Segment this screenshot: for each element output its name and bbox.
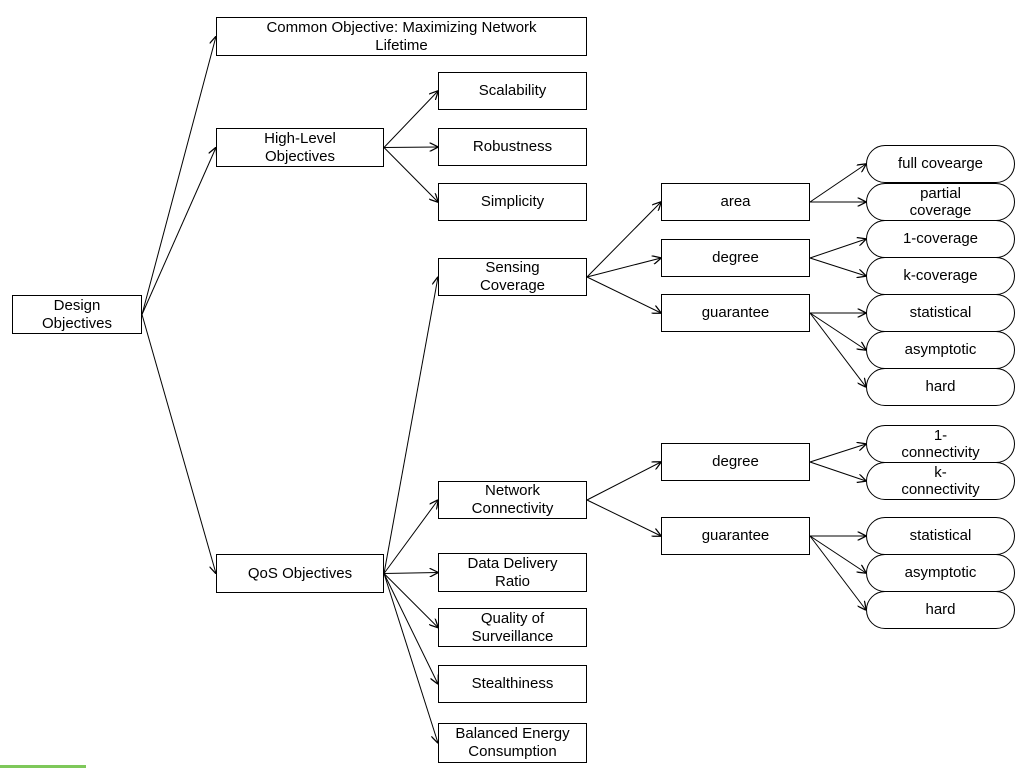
node-1-coverage: 1-coverage (866, 220, 1015, 258)
edge-network-to-nc_degree (586, 462, 661, 501)
edge-sensing-to-sc_guarantee (586, 276, 661, 313)
edge-root-to-high_level (141, 148, 216, 315)
edge-sc_area-to-full_cov (809, 164, 866, 203)
node-coverage-guarantee: guarantee (661, 294, 810, 332)
node-common-objective: Common Objective: Maximizing Network Lif… (216, 17, 587, 56)
node-data-delivery-ratio: Data Delivery Ratio (438, 553, 587, 592)
corner-marker (0, 765, 86, 768)
edge-nc_degree-to-one_conn (809, 444, 866, 463)
edge-sc_degree-to-k_cov (809, 257, 866, 276)
edge-sc_guarantee-to-sc_asymptotic (809, 312, 866, 350)
node-robustness: Robustness (438, 128, 587, 166)
edge-high_level-to-simplicity (383, 147, 438, 203)
node-scalability: Scalability (438, 72, 587, 110)
edge-qos-to-surveillance (383, 573, 438, 628)
edge-root-to-common (141, 37, 216, 315)
edge-qos-to-delivery (383, 573, 438, 574)
node-connectivity-statistical: statistical (866, 517, 1015, 555)
edge-root-to-qos (141, 314, 216, 574)
node-sensing-coverage: Sensing Coverage (438, 258, 587, 296)
edge-nc_degree-to-k_conn (809, 461, 866, 481)
edge-qos-to-network (383, 500, 438, 574)
node-balanced-energy-consumption: Balanced Energy Consumption (438, 723, 587, 763)
node-coverage-area: area (661, 183, 810, 221)
node-full-coverage: full covearge (866, 145, 1015, 183)
edge-qos-to-energy (383, 573, 438, 744)
edge-qos-to-stealth (383, 573, 438, 685)
node-partial-coverage: partial coverage (866, 183, 1015, 221)
node-qos-objectives: QoS Objectives (216, 554, 384, 593)
edge-qos-to-sensing (383, 277, 438, 574)
node-1-connectivity: 1-connectivity (866, 425, 1015, 463)
node-coverage-degree: degree (661, 239, 810, 277)
node-stealthiness: Stealthiness (438, 665, 587, 703)
node-simplicity: Simplicity (438, 183, 587, 221)
node-coverage-hard: hard (866, 368, 1015, 406)
node-connectivity-hard: hard (866, 591, 1015, 629)
node-k-coverage: k-coverage (866, 257, 1015, 295)
node-k-connectivity: k-connectivity (866, 462, 1015, 500)
edge-nc_guarantee-to-nc_hard (809, 535, 866, 610)
node-design-objectives: Design Objectives (12, 295, 142, 334)
node-coverage-asymptotic: asymptotic (866, 331, 1015, 369)
edge-high_level-to-scalability (383, 91, 438, 148)
edge-sensing-to-sc_area (586, 202, 661, 278)
edge-sensing-to-sc_degree (586, 258, 661, 278)
node-high-level-objectives: High-Level Objectives (216, 128, 384, 167)
edge-network-to-nc_guarantee (586, 499, 661, 536)
node-network-connectivity: Network Connectivity (438, 481, 587, 519)
edge-sc_guarantee-to-sc_hard (809, 312, 866, 387)
edge-sc_degree-to-one_cov (809, 239, 866, 259)
node-connectivity-guarantee: guarantee (661, 517, 810, 555)
node-coverage-statistical: statistical (866, 294, 1015, 332)
edge-high_level-to-robustness (383, 147, 438, 148)
node-quality-of-surveillance: Quality of Surveillance (438, 608, 587, 647)
node-connectivity-degree: degree (661, 443, 810, 481)
edge-nc_guarantee-to-nc_asymptotic (809, 535, 866, 573)
node-connectivity-asymptotic: asymptotic (866, 554, 1015, 592)
